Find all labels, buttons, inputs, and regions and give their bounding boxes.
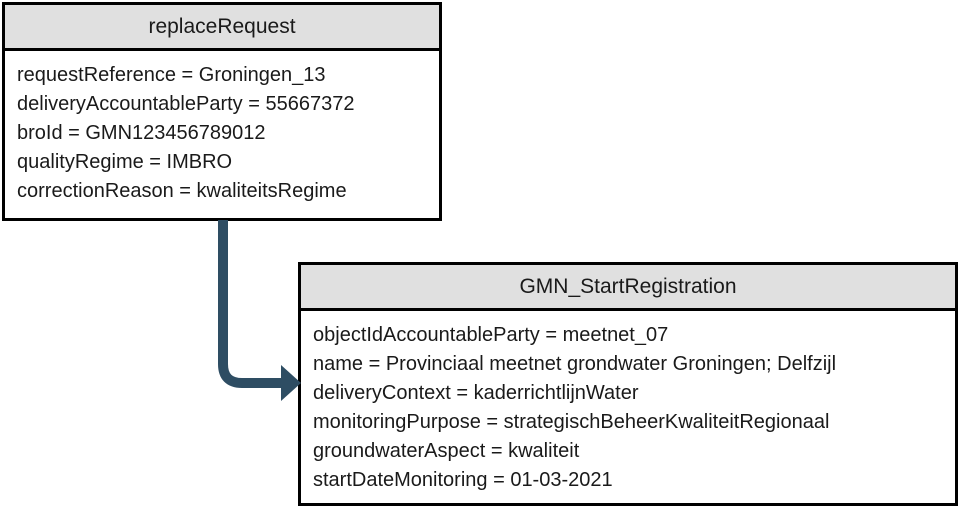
- attribute-request-reference: requestReference = Groningen_13: [17, 64, 326, 86]
- connector-arrow-shaft: [218, 220, 283, 388]
- uml-class-replace-request: replaceRequest requestReference = Gronin…: [2, 2, 442, 221]
- attribute-correction-reason: correctionReason = kwaliteitsRegime: [17, 180, 347, 202]
- class-attributes-replace-request: requestReference = Groningen_13 delivery…: [5, 51, 439, 216]
- attribute-groundwater-aspect: groundwaterAspect = kwaliteit: [313, 440, 580, 462]
- attribute-start-date-monitoring: startDateMonitoring = 01-03-2021: [313, 469, 613, 491]
- attribute-delivery-accountable-party: deliveryAccountableParty = 55667372: [17, 93, 355, 115]
- uml-class-gmn-start-registration: GMN_StartRegistration objectIdAccountabl…: [298, 262, 958, 506]
- class-title-replace-request: replaceRequest: [5, 5, 439, 51]
- class-attributes-gmn-start-registration: objectIdAccountableParty = meetnet_07 na…: [301, 311, 955, 505]
- attribute-name: name = Provinciaal meetnet grondwater Gr…: [313, 353, 837, 375]
- attribute-quality-regime: qualityRegime = IMBRO: [17, 151, 233, 173]
- attribute-object-id-accountable-party: objectIdAccountableParty = meetnet_07: [313, 324, 669, 346]
- attribute-delivery-context: deliveryContext = kaderrichtlijnWater: [313, 382, 639, 404]
- class-title-gmn-start-registration: GMN_StartRegistration: [301, 265, 955, 311]
- attribute-bro-id: broId = GMN123456789012: [17, 122, 266, 144]
- attribute-monitoring-purpose: monitoringPurpose = strategischBeheerKwa…: [313, 411, 830, 433]
